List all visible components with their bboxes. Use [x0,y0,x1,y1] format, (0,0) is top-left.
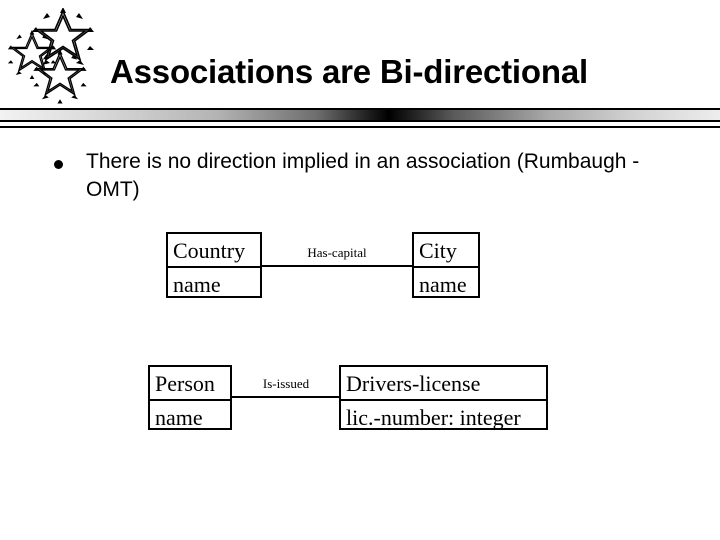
slide-header: Associations are Bi-directional [0,0,720,132]
rule-gradient-band [0,110,720,120]
class-name: Person [150,367,230,401]
round-bullet-icon [54,160,63,169]
class-name: Drivers-license [341,367,546,401]
class-attributes: lic.-number: integer [346,405,521,430]
bullet-text: There is no direction implied in an asso… [86,150,640,201]
title-divider-rule [0,108,720,130]
association-line-has-capital [262,265,412,267]
class-box-city: City name [412,232,480,298]
rule-line-thin [0,126,720,128]
class-attributes: name [173,272,221,297]
three-spiky-stars-logo-icon [6,7,102,104]
bullet-list: There is no direction implied in an asso… [50,148,670,204]
association-label-is-issued: Is-issued [262,376,310,391]
association-line-is-issued [232,396,339,398]
class-attributes: name [155,405,203,430]
class-attributes: name [419,272,467,297]
class-name: City [414,234,478,268]
page-title: Associations are Bi-directional [110,53,588,90]
association-label-has-capital: Has-capital [307,245,367,260]
class-box-drivers-license: Drivers-license lic.-number: integer [339,365,548,430]
class-box-country: Country name [166,232,262,298]
list-item: There is no direction implied in an asso… [50,148,670,204]
class-box-person: Person name [148,365,232,430]
rule-line-bottom [0,120,720,122]
class-name: Country [168,234,260,268]
rule-line-top [0,108,720,110]
